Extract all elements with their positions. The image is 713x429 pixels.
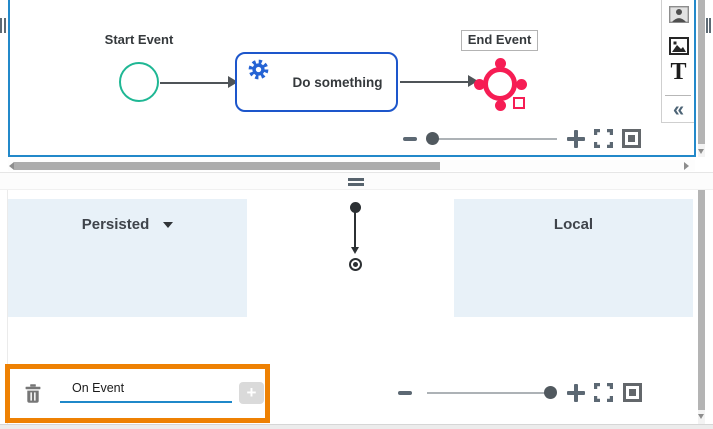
scroll-down-icon[interactable] <box>698 414 704 419</box>
collapse-toolbar-button[interactable]: « <box>667 97 690 123</box>
zoom-in-button[interactable] <box>567 130 585 148</box>
event-name-input[interactable] <box>60 379 232 403</box>
scroll-right-icon[interactable] <box>684 161 689 170</box>
collapse-chevrons-icon: « <box>672 99 685 121</box>
right-resize-grip[interactable] <box>705 18 712 33</box>
image-icon <box>668 37 689 55</box>
zoom-slider-handle[interactable] <box>426 131 439 145</box>
connector-start-dot <box>349 201 361 213</box>
zoom-out-button[interactable] <box>398 391 412 395</box>
flow-arrowhead-icon <box>468 75 478 87</box>
flow-line <box>400 80 468 83</box>
scrollbar-thumb[interactable] <box>698 0 705 144</box>
fit-viewport-icon[interactable] <box>594 383 613 402</box>
connector-line <box>354 212 356 248</box>
flow-arrowhead-icon <box>228 76 238 88</box>
connection-point <box>473 78 485 90</box>
event-editor-highlight: + <box>5 364 270 423</box>
canvas-zoom-controls <box>396 126 650 152</box>
trash-icon <box>25 383 41 403</box>
panel-edge <box>7 190 8 424</box>
connection-point <box>494 57 506 69</box>
bottom-edge-strip <box>0 424 713 429</box>
connector-target-icon <box>348 257 362 271</box>
scroll-left-icon[interactable] <box>9 161 14 170</box>
sequence-flow[interactable] <box>160 76 238 90</box>
fit-viewport-icon[interactable] <box>594 129 613 148</box>
grip-bar <box>705 18 708 33</box>
splitter-grip-icon <box>348 182 364 186</box>
canvas-vertical-scrollbar[interactable] <box>698 0 705 157</box>
reset-zoom-icon[interactable] <box>622 129 641 148</box>
zoom-slider-handle[interactable] <box>544 385 557 399</box>
persisted-lane[interactable]: Persisted <box>8 199 247 317</box>
panel-splitter[interactable] <box>0 172 713 190</box>
zoom-slider-track[interactable] <box>428 138 557 140</box>
end-event-label: End Event <box>461 30 538 51</box>
resize-handle[interactable] <box>513 97 525 109</box>
square-icon <box>628 135 635 142</box>
delete-event-button[interactable] <box>22 381 44 405</box>
plus-icon <box>567 136 585 142</box>
canvas-side-toolbar: T « <box>661 0 694 123</box>
scrollbar-thumb[interactable] <box>698 185 705 410</box>
portrait-tool-button[interactable] <box>667 1 690 27</box>
portrait-icon <box>668 5 689 23</box>
zoom-slider-track[interactable] <box>427 392 553 394</box>
scroll-down-icon[interactable] <box>698 149 704 154</box>
persisted-dropdown[interactable]: Persisted <box>8 216 247 233</box>
local-label: Local <box>553 216 594 233</box>
connector-target-dot <box>352 261 358 267</box>
start-event-node[interactable] <box>119 62 159 102</box>
square-icon <box>629 389 636 396</box>
task-node[interactable]: Do something <box>235 52 398 112</box>
zoom-in-button[interactable] <box>567 384 585 402</box>
connector-arrowhead-icon <box>350 247 359 254</box>
local-lane[interactable]: Local <box>454 199 693 317</box>
image-tool-button[interactable] <box>667 33 690 59</box>
grip-bar <box>3 18 6 33</box>
variables-zoom-controls <box>396 380 650 406</box>
variables-vertical-scrollbar[interactable] <box>698 172 705 424</box>
end-event-node[interactable] <box>483 67 517 101</box>
text-tool-button[interactable]: T <box>667 59 690 85</box>
connection-point <box>494 99 506 111</box>
zoom-out-button[interactable] <box>403 137 417 141</box>
reset-zoom-icon[interactable] <box>623 383 642 402</box>
grip-bar <box>709 18 711 33</box>
start-event-label: Start Event <box>104 32 174 47</box>
text-tool-icon: T <box>670 58 687 85</box>
scrollbar-thumb[interactable] <box>14 161 440 170</box>
splitter-grip-icon <box>348 177 364 181</box>
grip-bar <box>0 18 2 33</box>
connection-point <box>515 78 527 90</box>
gear-icon <box>248 59 269 80</box>
task-label: Do something <box>292 74 383 90</box>
canvas-horizontal-scrollbar[interactable] <box>8 160 695 171</box>
flow-line <box>160 81 228 84</box>
add-event-button[interactable]: + <box>239 382 264 404</box>
variable-connector[interactable] <box>340 195 370 280</box>
chevron-down-icon <box>163 221 174 228</box>
plus-icon <box>567 390 585 396</box>
left-resize-grip[interactable] <box>0 18 6 33</box>
persisted-label: Persisted <box>81 216 150 233</box>
toolbar-divider <box>665 95 691 96</box>
sequence-flow[interactable] <box>400 75 478 89</box>
